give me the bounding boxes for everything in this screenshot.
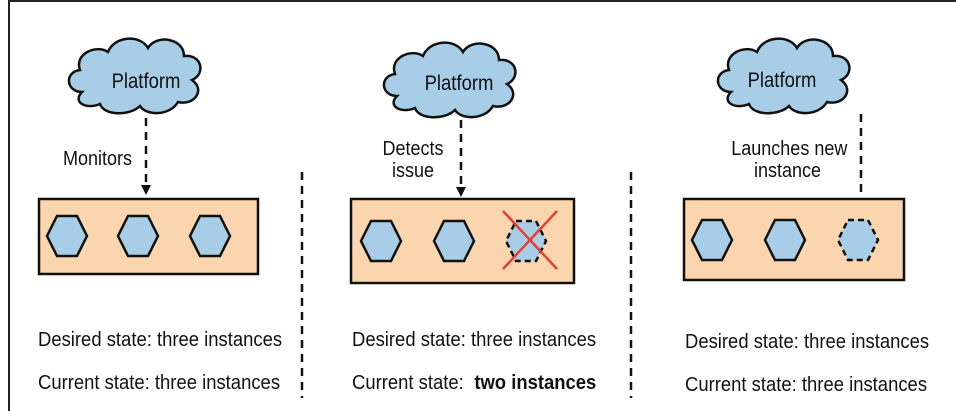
cloud-icon (382, 41, 517, 119)
desired-state-text: Desired state: three instances (352, 328, 596, 352)
desired-state-value: three instances (803, 330, 930, 353)
current-state-label: Current state: (38, 371, 150, 394)
cloud-label: Platform (424, 72, 494, 95)
hexagon-icon (690, 218, 734, 262)
panel-monitor (37, 37, 260, 276)
new-hexagon-icon (836, 218, 880, 262)
hexagon-icon (116, 214, 160, 258)
desired-state-text: Desired state: three instances (38, 328, 282, 352)
current-state-label: Current state: (685, 373, 797, 396)
desired-state-value: three instances (470, 328, 597, 351)
panel-detect (349, 41, 576, 285)
failed-hexagon-icon (504, 219, 548, 263)
desired-state-label: Desired state: (352, 328, 466, 351)
panel-launch (682, 37, 906, 282)
current-state-value: three instances (801, 373, 928, 396)
current-state-label: Current state: (352, 371, 464, 394)
hexagon-icon (763, 218, 807, 262)
cloud-icon (716, 37, 851, 115)
desired-state-value: three instances (156, 328, 283, 351)
cloud-label: Platform (747, 69, 817, 92)
desired-state-label: Desired state: (685, 330, 799, 353)
current-state-text: Current state: two instances (352, 371, 596, 395)
current-state-text: Current state: three instances (685, 373, 927, 397)
cloud-label: Platform (111, 70, 181, 93)
arrow-label-line: issue (391, 160, 435, 182)
hexagon-icon (432, 219, 476, 263)
arrow-label-line: Detects (382, 138, 444, 160)
current-state-text: Current state: three instances (38, 371, 280, 395)
figure-frame (8, 0, 956, 411)
arrow-label: Monitors (63, 148, 132, 170)
current-state-value: three instances (154, 371, 281, 394)
arrow-label-line: Monitors (63, 148, 133, 170)
current-state-value-emphasized: two instances (474, 371, 597, 394)
cloud-icon (67, 37, 202, 115)
arrow-label-line: instance (753, 160, 822, 182)
arrow-label: Launches new instance (731, 138, 848, 182)
desired-state-label: Desired state: (38, 328, 152, 351)
arrow-label-line: Launches new (731, 138, 848, 160)
hexagon-icon (359, 219, 403, 263)
hexagon-icon (188, 214, 232, 258)
desired-state-text: Desired state: three instances (685, 330, 929, 354)
arrow-label: Detects issue (382, 138, 445, 182)
hexagon-icon (45, 214, 89, 258)
x-mark-icon (502, 210, 558, 270)
